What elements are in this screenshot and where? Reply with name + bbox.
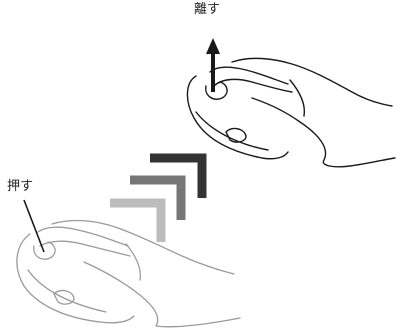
hand-mouse-pressed (17, 221, 240, 327)
release-label: 離す (194, 3, 220, 16)
press-label: 押す (7, 180, 33, 193)
scroll-wheel-pressed (54, 291, 74, 305)
fingertip-pressed (34, 242, 55, 259)
pointer-line-icon (24, 200, 44, 252)
motion-chevrons (110, 158, 202, 242)
hand-mouse-released (187, 58, 395, 166)
arrow-up-icon (206, 38, 220, 92)
chevron-light (110, 203, 161, 242)
